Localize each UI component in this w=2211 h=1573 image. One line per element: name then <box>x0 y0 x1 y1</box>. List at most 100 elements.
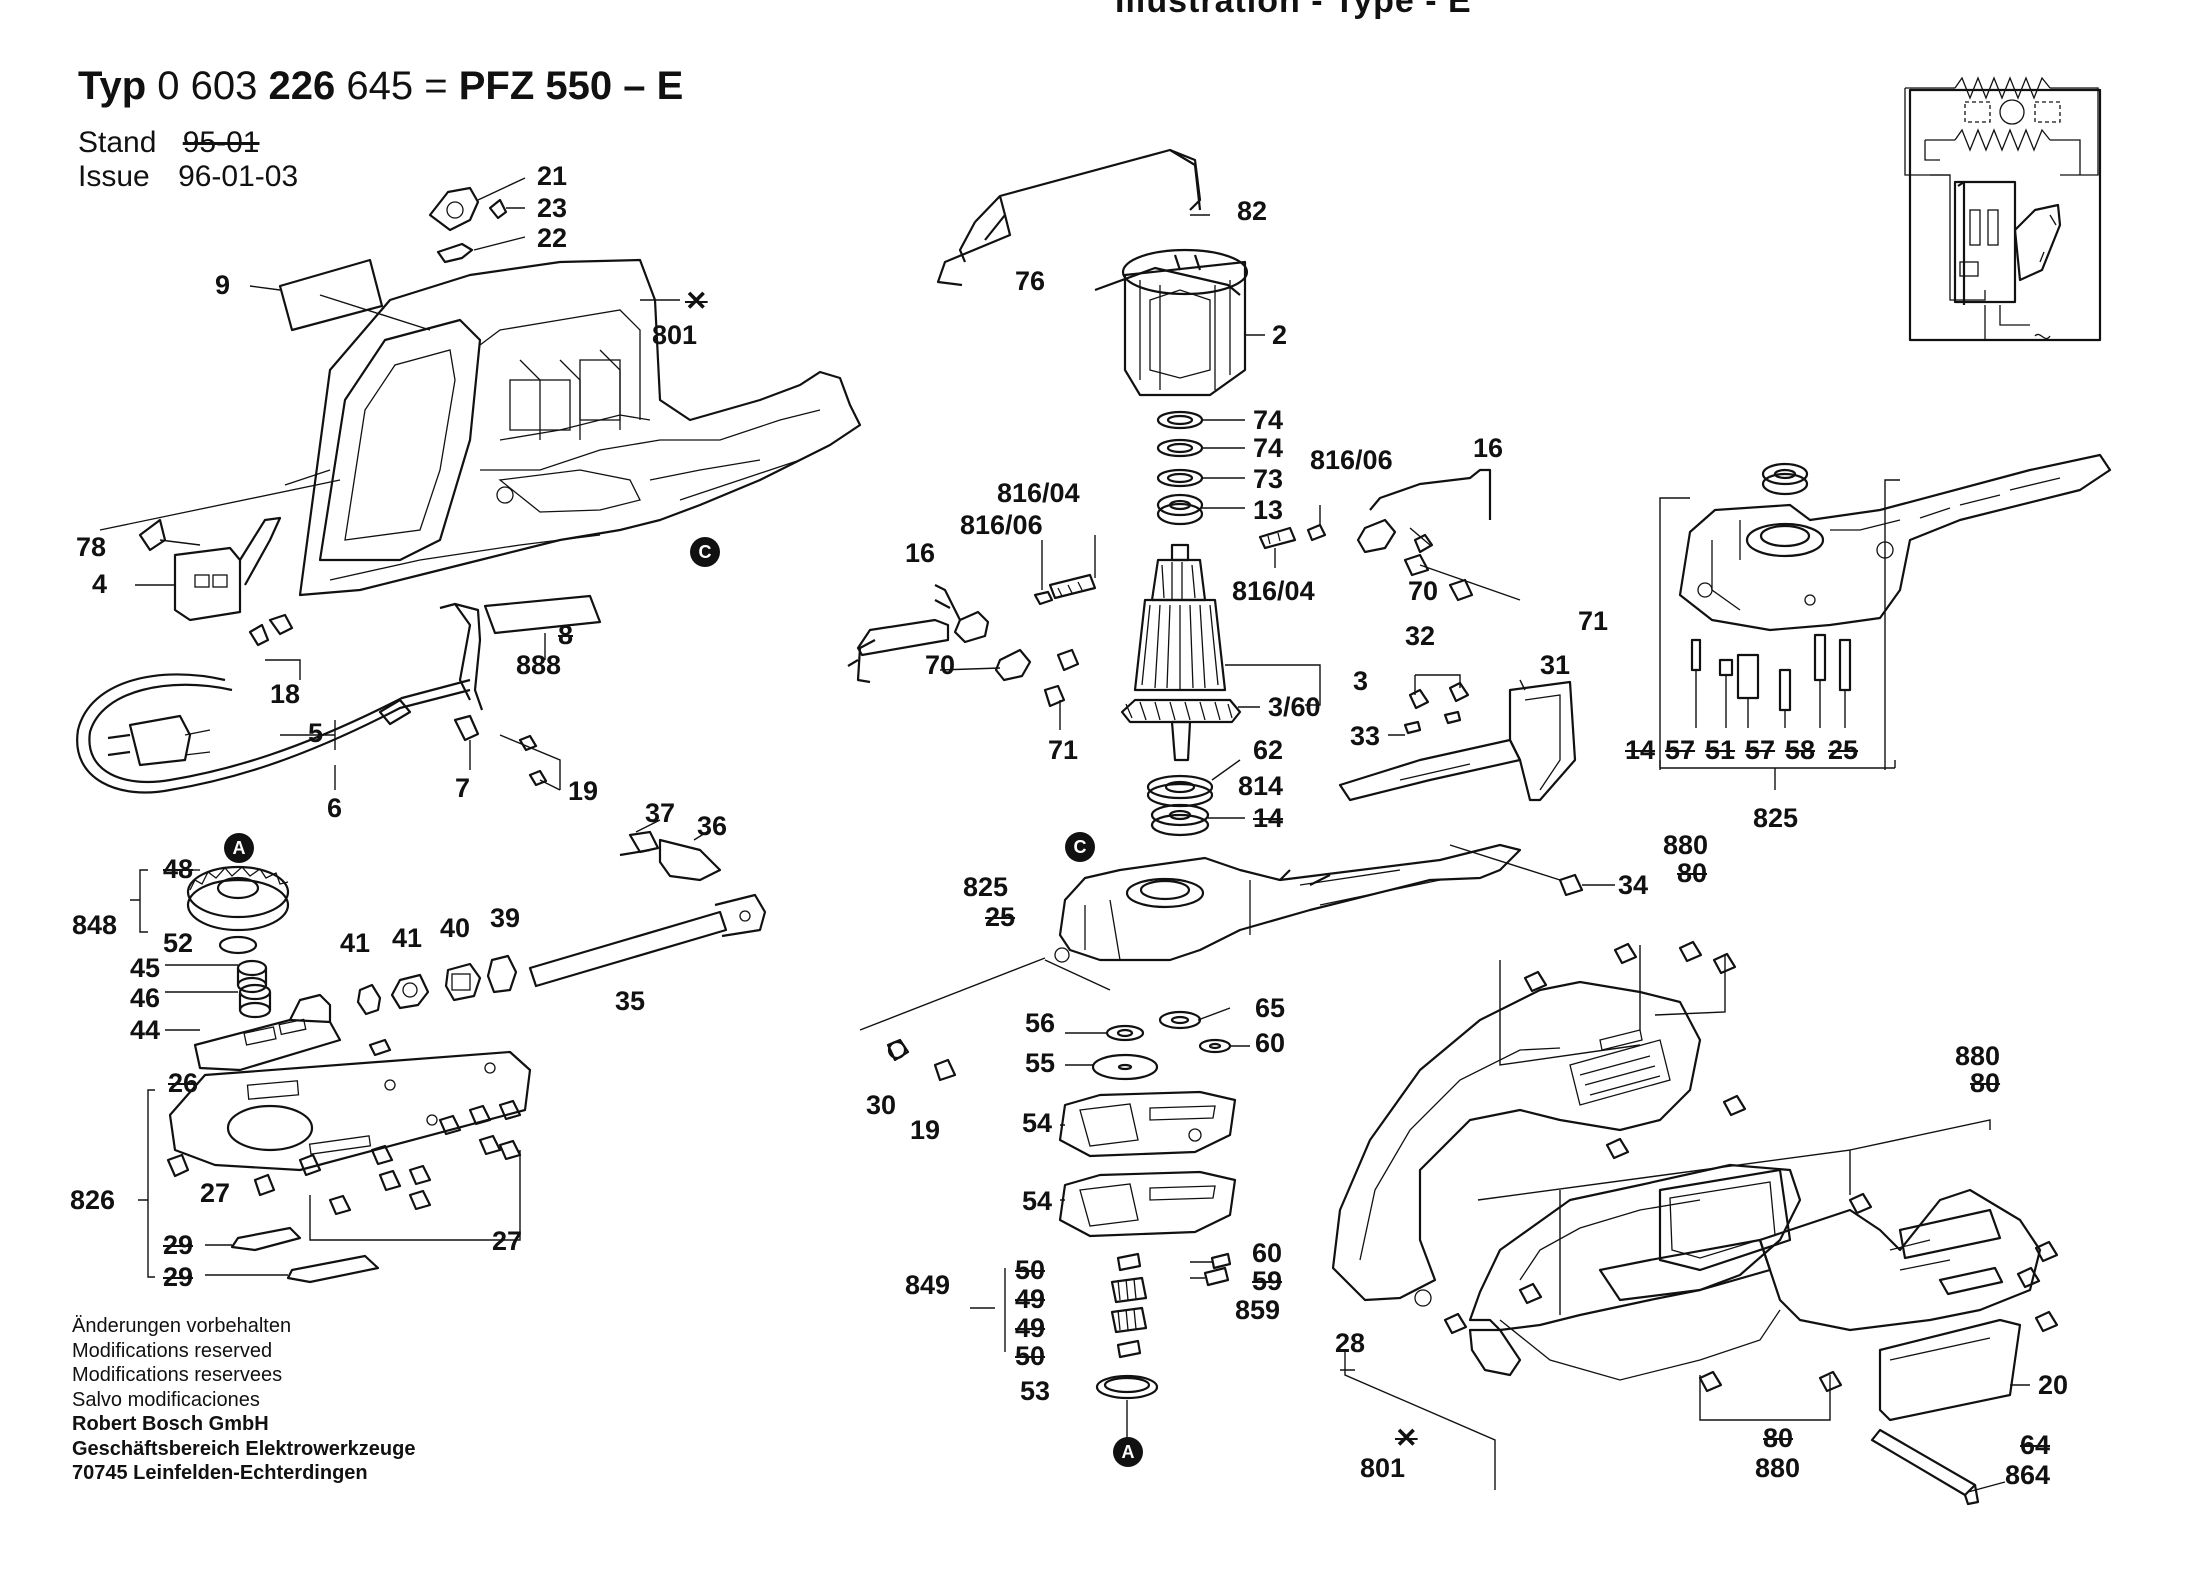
brush-holders-drawing <box>847 468 1521 730</box>
callout-14-b: 14 <box>1625 735 1656 765</box>
switch-drawing <box>99 469 341 647</box>
callout-18: 18 <box>270 679 301 709</box>
cut-off-title: Illustration - Type - E <box>1115 0 1472 20</box>
field-coil-drawing <box>936 148 1265 397</box>
part-number-c: 645 = <box>346 64 448 108</box>
callout-816-04-b: 816/04 <box>1232 576 1315 606</box>
switch-knob-drawing <box>428 177 526 264</box>
callout-56: 56 <box>1025 1008 1056 1038</box>
callout-22: 22 <box>537 223 568 253</box>
roller-set-drawing <box>970 1252 1232 1440</box>
footer-line-4: Salvo modificaciones <box>72 1388 260 1411</box>
callout-27-a: 27 <box>200 1178 231 1208</box>
callout-3: 3 <box>1353 666 1369 696</box>
callout-57-a: 57 <box>1665 735 1696 765</box>
marker-a-top: A <box>224 833 254 863</box>
felt-pads-drawing <box>205 1226 380 1284</box>
callout-71-a: 71 <box>1048 735 1079 765</box>
washer-stack-drawing <box>1156 410 1245 526</box>
gear-assembly-drawing <box>165 819 767 1072</box>
gearbox-body-drawing <box>859 843 1522 1031</box>
callout-80-a: 80 <box>1677 858 1708 888</box>
callout-65: 65 <box>1255 993 1286 1023</box>
callout-73: 73 <box>1253 464 1284 494</box>
callout-50-a: 50 <box>1015 1255 1046 1285</box>
callout-801-b: 801 <box>1360 1453 1406 1483</box>
gear-housing-right-drawing <box>1659 453 2112 770</box>
callout-28: 28 <box>1335 1328 1366 1358</box>
callout-25-a: 25 <box>985 902 1016 932</box>
carrier-bracket-drawing <box>1338 674 1577 802</box>
lower-plates-drawing <box>1058 1007 1250 1238</box>
callout-19-b: 19 <box>910 1115 941 1145</box>
callout-39: 39 <box>490 903 521 933</box>
callout-80-b: 80 <box>1970 1068 2001 1098</box>
footer-notes: Änderungen vorbehalten Modifications res… <box>72 1314 415 1486</box>
housing-right-half-drawing <box>1331 980 2042 1422</box>
screws-lower-left-drawing <box>166 1099 522 1241</box>
callout-60-a: 60 <box>1255 1028 1286 1058</box>
callout-49-a: 49 <box>1015 1284 1046 1314</box>
footer-address: 70745 Leinfelden-Echterdingen <box>72 1462 368 1484</box>
callout-35: 35 <box>615 986 646 1016</box>
callout-70-b: 70 <box>1408 576 1439 606</box>
footer-line-3: Modifications reservees <box>72 1364 283 1386</box>
callout-864: 864 <box>2005 1460 2051 1490</box>
issue-value: 96-01-03 <box>178 160 299 193</box>
callout-41-b: 41 <box>392 923 423 953</box>
callout-50-b: 50 <box>1015 1341 1046 1371</box>
callout-826: 826 <box>70 1185 116 1215</box>
pins-825-drawing <box>1659 633 1896 790</box>
armature-drawing <box>1120 543 1321 762</box>
callout-49-b: 49 <box>1015 1313 1046 1343</box>
footer-line-1: Änderungen vorbehalten <box>72 1315 292 1337</box>
callout-19: 19 <box>568 776 599 806</box>
callout-26: 26 <box>168 1068 199 1098</box>
callout-53: 53 <box>1020 1376 1051 1406</box>
issue-label: Issue <box>78 160 150 193</box>
callout-34: 34 <box>1618 870 1649 900</box>
callout-x-mark-2: ✕ <box>1395 1423 1418 1453</box>
callout-32: 32 <box>1405 621 1436 651</box>
callout-816-06-a: 816/06 <box>960 510 1043 540</box>
callout-45: 45 <box>130 953 161 983</box>
callout-5: 5 <box>308 718 324 748</box>
callout-74-a: 74 <box>1253 405 1284 435</box>
callout-29-b: 29 <box>163 1262 194 1292</box>
callout-74-b: 74 <box>1253 433 1284 463</box>
part-number-a: 0 603 <box>157 64 258 108</box>
callout-16-b: 16 <box>1473 433 1504 463</box>
callout-16-a: 16 <box>905 538 936 568</box>
callout-816-04-a: 816/04 <box>997 478 1080 508</box>
callout-825-b: 825 <box>1753 803 1799 833</box>
callout-41-a: 41 <box>340 928 371 958</box>
footer-line-2: Modifications reserved <box>72 1339 273 1362</box>
typ-label: Typ <box>78 64 147 108</box>
callout-7: 7 <box>455 773 471 803</box>
callout-51: 51 <box>1705 735 1736 765</box>
callout-44: 44 <box>130 1015 161 1045</box>
callout-801: 801 <box>652 320 698 350</box>
callout-880-b: 880 <box>1955 1041 2001 1071</box>
callout-25-b: 25 <box>1828 735 1859 765</box>
callout-27-b: 27 <box>492 1226 523 1256</box>
callout-59: 59 <box>1252 1266 1283 1296</box>
callout-58: 58 <box>1785 735 1816 765</box>
callout-21: 21 <box>537 161 568 191</box>
callout-54-a: 54 <box>1022 1108 1053 1138</box>
callout-3-60: 3/60 <box>1268 692 1321 722</box>
callout-76: 76 <box>1015 266 1046 296</box>
part-number-b: 226 <box>268 64 336 108</box>
callout-30: 30 <box>866 1090 897 1120</box>
callout-859: 859 <box>1235 1295 1281 1325</box>
callout-80-c: 80 <box>1763 1423 1794 1453</box>
callout-70-a: 70 <box>925 650 956 680</box>
callout-888: 888 <box>516 650 562 680</box>
screws-right-drawing <box>1340 940 2059 1490</box>
callout-814: 814 <box>1238 771 1284 801</box>
callout-4: 4 <box>92 569 108 599</box>
callout-13: 13 <box>1253 495 1284 525</box>
power-cable-drawing <box>76 673 471 794</box>
marker-a-bottom: A <box>1113 1437 1143 1467</box>
